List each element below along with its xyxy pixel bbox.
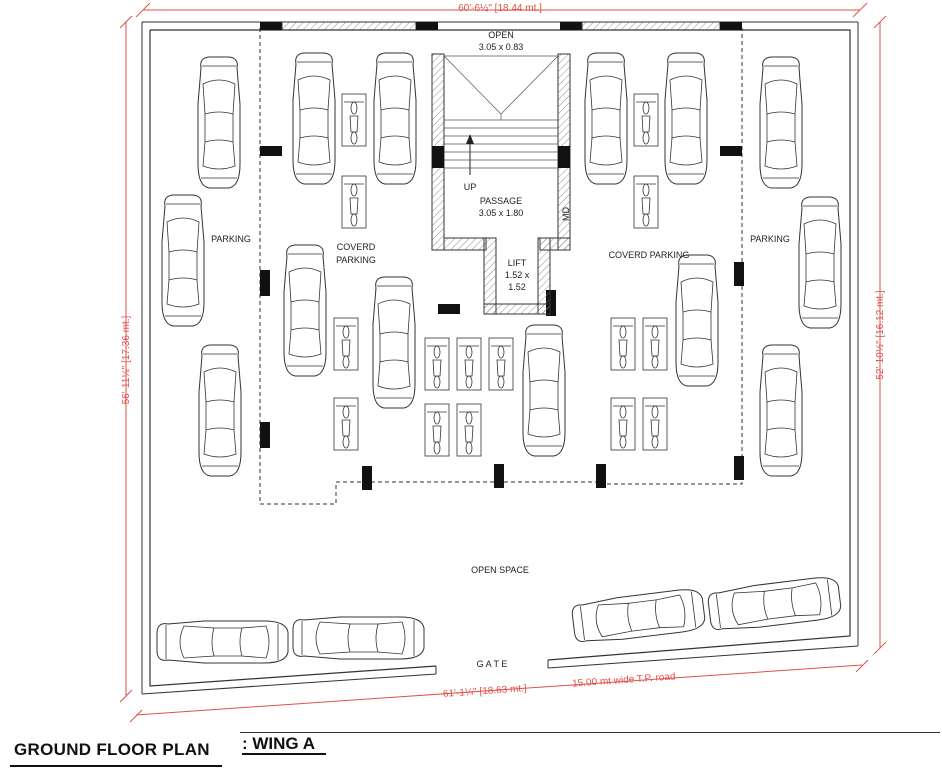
wing-label: : WING A xyxy=(242,734,316,753)
bottom-dimension: 61'-1¼" [18.63 mt.] 15.00 mt wide T.P. r… xyxy=(129,659,869,723)
car xyxy=(664,52,708,185)
covered-left-label-2: PARKING xyxy=(336,255,376,265)
car xyxy=(373,52,417,185)
open-space-label: OPEN SPACE xyxy=(471,565,529,575)
car xyxy=(584,52,628,185)
left-dimension: 56'-11¼" [17.36 mt.] xyxy=(119,15,133,703)
bike xyxy=(642,317,668,371)
bike xyxy=(610,397,636,451)
car xyxy=(292,52,336,185)
plan-title: GROUND FLOOR PLAN xyxy=(14,740,210,759)
right-dimension-label: 52'-10½" [16.12 mt.] xyxy=(875,290,886,380)
wing-underline xyxy=(242,753,326,755)
top-dimension-label: 60'-6½" [18.44 mt.] xyxy=(458,3,542,14)
md-label: MD xyxy=(561,207,571,221)
lift-size-1: 1.52 x xyxy=(505,270,530,280)
covered-right-label: COVERD PARKING xyxy=(609,250,690,260)
left-dimension-label: 56'-11¼" [17.36 mt.] xyxy=(120,315,132,404)
car xyxy=(675,254,719,387)
road-label: 15.00 mt wide T.P. road xyxy=(572,671,676,689)
car xyxy=(759,344,803,477)
car xyxy=(522,324,566,457)
passage-label: PASSAGE xyxy=(480,196,522,206)
covered-left-label-1: COVERD xyxy=(337,242,376,252)
top-dimension: 60'-6½" [18.44 mt.] xyxy=(135,2,868,18)
car xyxy=(283,244,327,377)
right-dimension: 52'-10½" [16.12 mt.] xyxy=(873,15,887,655)
bike xyxy=(456,337,482,391)
bike xyxy=(333,397,359,451)
bike xyxy=(610,317,636,371)
gate-label: G A T E xyxy=(477,659,508,669)
bike xyxy=(341,175,367,229)
bike xyxy=(341,93,367,147)
parking-right-label: PARKING xyxy=(750,234,790,244)
car xyxy=(571,587,706,645)
area-labels: PARKING PARKING COVERD PARKING COVERD PA… xyxy=(211,234,790,575)
car xyxy=(161,194,205,327)
title-divider xyxy=(240,732,940,733)
bike xyxy=(633,175,659,229)
bike xyxy=(424,403,450,457)
bike xyxy=(333,317,359,371)
car xyxy=(798,196,842,329)
up-label: UP xyxy=(464,182,477,192)
bottom-dimension-label: 61'-1¼" [18.63 mt.] xyxy=(443,682,528,700)
car xyxy=(372,276,416,409)
plot-boundary: G A T E xyxy=(141,21,859,695)
plan-title-underline xyxy=(10,765,222,767)
lift-label: LIFT xyxy=(508,258,527,268)
bike xyxy=(488,337,514,391)
car xyxy=(707,575,842,633)
car xyxy=(293,617,424,659)
car xyxy=(157,621,288,663)
stair-core: OPEN 3.05 x 0.83 UP PASSAGE 3.05 x 1.80 … xyxy=(431,30,571,315)
bike xyxy=(633,93,659,147)
passage-size: 3.05 x 1.80 xyxy=(479,208,524,218)
open-label: OPEN xyxy=(488,30,514,40)
bike xyxy=(456,403,482,457)
bike xyxy=(642,397,668,451)
car xyxy=(197,56,241,189)
building-outline xyxy=(259,21,744,505)
car xyxy=(198,344,242,477)
car xyxy=(759,56,803,189)
parking-left-label: PARKING xyxy=(211,234,251,244)
bike xyxy=(424,337,450,391)
open-size: 3.05 x 0.83 xyxy=(479,42,524,52)
lift-size-2: 1.52 xyxy=(508,282,526,292)
